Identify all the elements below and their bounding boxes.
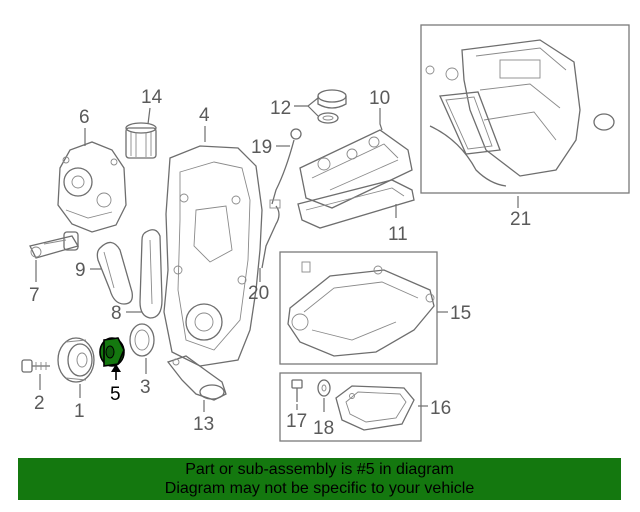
callout-18: 18 (313, 418, 334, 439)
diagram-notice-banner: Part or sub-assembly is #5 in diagram Di… (18, 458, 621, 500)
callout-10: 10 (369, 88, 390, 109)
callout-6: 6 (79, 107, 90, 128)
callout-20: 20 (248, 283, 269, 304)
valve-cover-part[interactable] (299, 129, 413, 209)
oil-pump-part[interactable] (57, 141, 127, 233)
callout-19: 19 (251, 137, 272, 158)
dipstick-part[interactable] (271, 128, 302, 205)
callout-3: 3 (140, 377, 151, 398)
callout-7: 7 (29, 285, 40, 306)
leader-12b (307, 105, 319, 117)
front-seal-part[interactable] (129, 323, 155, 357)
notice-line-2: Diagram may not be specific to your vehi… (164, 480, 475, 497)
oil-filter-part[interactable] (125, 122, 157, 159)
timing-chain-long-part[interactable] (139, 229, 163, 319)
callout-16: 16 (430, 398, 451, 419)
callout-11: 11 (388, 224, 408, 245)
oil-pan-lower-part[interactable] (335, 385, 415, 431)
callout-1: 1 (74, 401, 85, 422)
dipstick-tube-part[interactable] (261, 199, 281, 269)
leader-10 (379, 108, 383, 131)
pulley-bolt-part[interactable] (21, 359, 50, 373)
intake-manifold-part[interactable] (425, 39, 615, 187)
leader-12a (294, 97, 319, 107)
chain-tensioner-part[interactable] (29, 231, 79, 259)
callout-12: 12 (270, 98, 291, 119)
callout-15: 15 (450, 303, 471, 324)
callout-2: 2 (34, 393, 45, 414)
callout-9: 9 (75, 260, 86, 281)
notice-line-1: Part or sub-assembly is #5 in diagram (185, 461, 454, 478)
leader-14 (147, 107, 151, 125)
leader-5-arrow (111, 364, 121, 372)
drain-washer-part[interactable] (317, 379, 331, 397)
timing-chain-small-part[interactable] (96, 241, 133, 305)
callout-21: 21 (510, 209, 531, 230)
callout-4: 4 (199, 105, 210, 126)
callout-14: 14 (141, 87, 163, 108)
crank-pulley-part[interactable] (57, 337, 95, 383)
callout-5: 5 (110, 384, 121, 405)
callout-8: 8 (111, 303, 122, 324)
drain-bolt-part[interactable] (291, 379, 303, 402)
oil-strainer-part[interactable] (166, 355, 227, 401)
timing-cover-part[interactable] (163, 145, 263, 367)
lower-oil-pan-box (279, 372, 422, 442)
oil-pan-box (279, 251, 438, 365)
valve-cover-gasket-part[interactable] (297, 179, 415, 229)
oil-pan-upper-part[interactable] (287, 261, 435, 357)
callout-17: 17 (286, 411, 307, 432)
oil-filler-cap-part[interactable] (317, 89, 347, 124)
intake-manifold-box (420, 24, 630, 194)
crank-sprocket-part-highlighted[interactable] (99, 337, 125, 367)
callout-13: 13 (193, 414, 214, 435)
